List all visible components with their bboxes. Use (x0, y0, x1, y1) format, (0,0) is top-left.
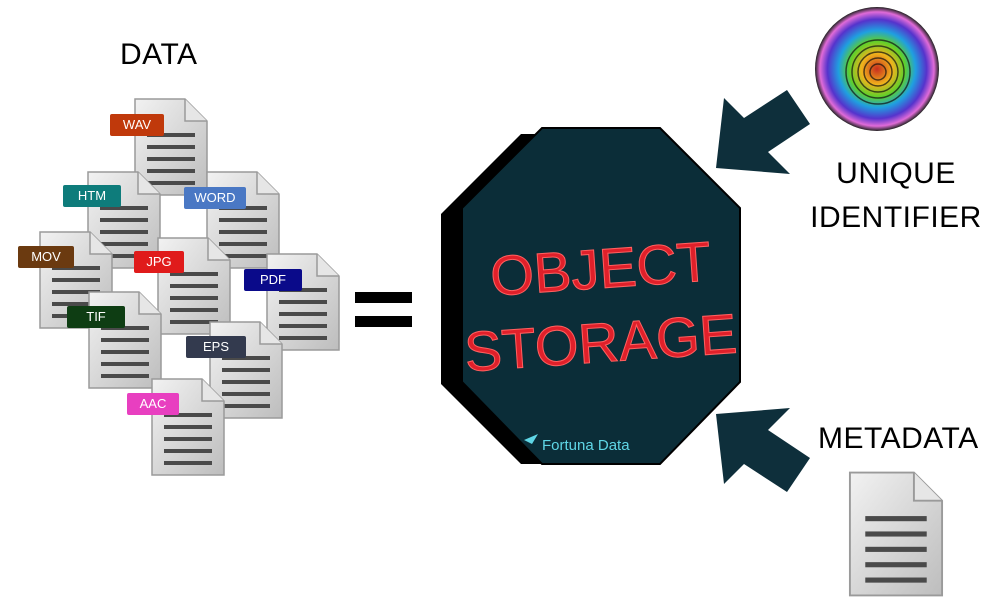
metadata-document-icon (846, 470, 946, 598)
file-type-tag-pdf: PDF (244, 269, 302, 291)
file-type-tag-eps: EPS (186, 336, 246, 358)
fingerprint-icon (815, 7, 939, 131)
unique-identifier-line2: IDENTIFIER (810, 201, 982, 234)
data-heading: DATA (120, 38, 198, 71)
file-type-tag-tif: TIF (67, 306, 125, 328)
unique-identifier-line1: UNIQUE (836, 157, 956, 190)
unique-identifier-label: UNIQUE IDENTIFIER (806, 152, 986, 240)
equals-sign (355, 292, 412, 327)
file-type-tag-word: WORD (184, 187, 246, 209)
document-icon (150, 377, 226, 477)
file-type-tag-jpg: JPG (134, 251, 184, 273)
arrow-metadata (716, 408, 810, 492)
brand-logo: Fortuna Data (524, 434, 630, 454)
arrow-unique-identifier (716, 90, 810, 174)
file-type-tag-aac: AAC (127, 393, 179, 415)
object-storage-line2: STORAGE (462, 302, 739, 384)
file-type-tag-wav: WAV (110, 114, 164, 136)
file-type-tag-mov: MOV (18, 246, 74, 268)
file-type-tag-htm: HTM (63, 185, 121, 207)
brand-text: Fortuna Data (542, 437, 630, 454)
document-icon (87, 290, 163, 390)
object-storage-shape: OBJECT STORAGE Fortuna Data (441, 127, 741, 465)
metadata-label: METADATA (818, 422, 979, 455)
